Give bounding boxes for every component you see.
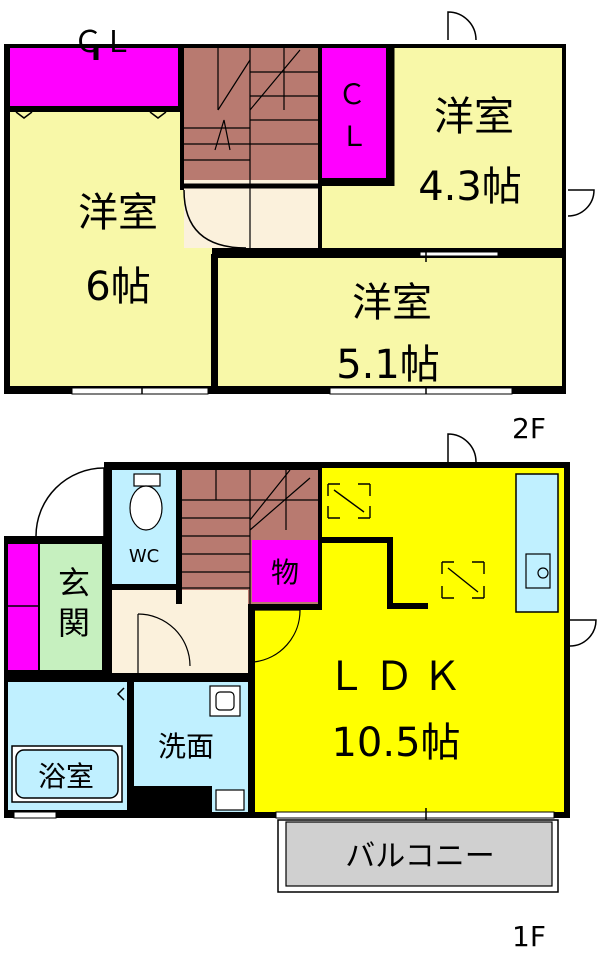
balcony-label: バルコニー — [345, 839, 494, 874]
entrance — [40, 544, 102, 670]
closet-right-label-2: Ｌ — [340, 120, 368, 153]
floor-2-label: 2F — [512, 412, 546, 445]
western-room-4-3 — [322, 48, 562, 248]
closet-right-label-1: Ｃ — [338, 78, 366, 111]
floor-1: WC 物 玄 関 浴室 洗面 ＬＤＫ 10.5帖 バルコニー 1F — [4, 433, 597, 953]
storage-label: 物 — [271, 556, 299, 589]
room-5-1-name: 洋室 — [352, 280, 432, 326]
ldk-label: ＬＤＫ — [326, 654, 470, 700]
western-room-5-1 — [218, 258, 562, 386]
bath-label: 浴室 — [38, 760, 94, 793]
hallway-1f — [112, 590, 248, 676]
wc-label: WC — [129, 546, 159, 567]
western-room-6 — [10, 112, 212, 386]
kitchen-counter — [515, 473, 559, 613]
ldk-size: 10.5帖 — [331, 720, 460, 766]
floor-1-label: 1F — [512, 920, 546, 953]
room-4-3-name: 洋室 — [434, 94, 514, 140]
room-6-size: 6帖 — [85, 264, 150, 310]
shoe-closet — [8, 544, 38, 670]
entrance-label-1: 玄 — [58, 564, 90, 602]
ldk — [254, 468, 564, 812]
floor-2: ＣＬ Ｃ Ｌ 洋室 6帖 洋室 4.3帖 洋室 5.1帖 2F — [4, 11, 595, 445]
closet-left-label: ＣＬ — [73, 25, 133, 60]
hall-2f — [184, 180, 318, 248]
balcony — [285, 821, 553, 887]
room-6-name: 洋室 — [78, 190, 158, 236]
storage — [252, 540, 318, 602]
washroom-label: 洗面 — [158, 730, 214, 763]
room-4-3-size: 4.3帖 — [418, 164, 522, 210]
room-5-1-size: 5.1帖 — [336, 342, 440, 388]
stair-2f — [184, 48, 318, 180]
entrance-label-2: 関 — [58, 604, 90, 642]
